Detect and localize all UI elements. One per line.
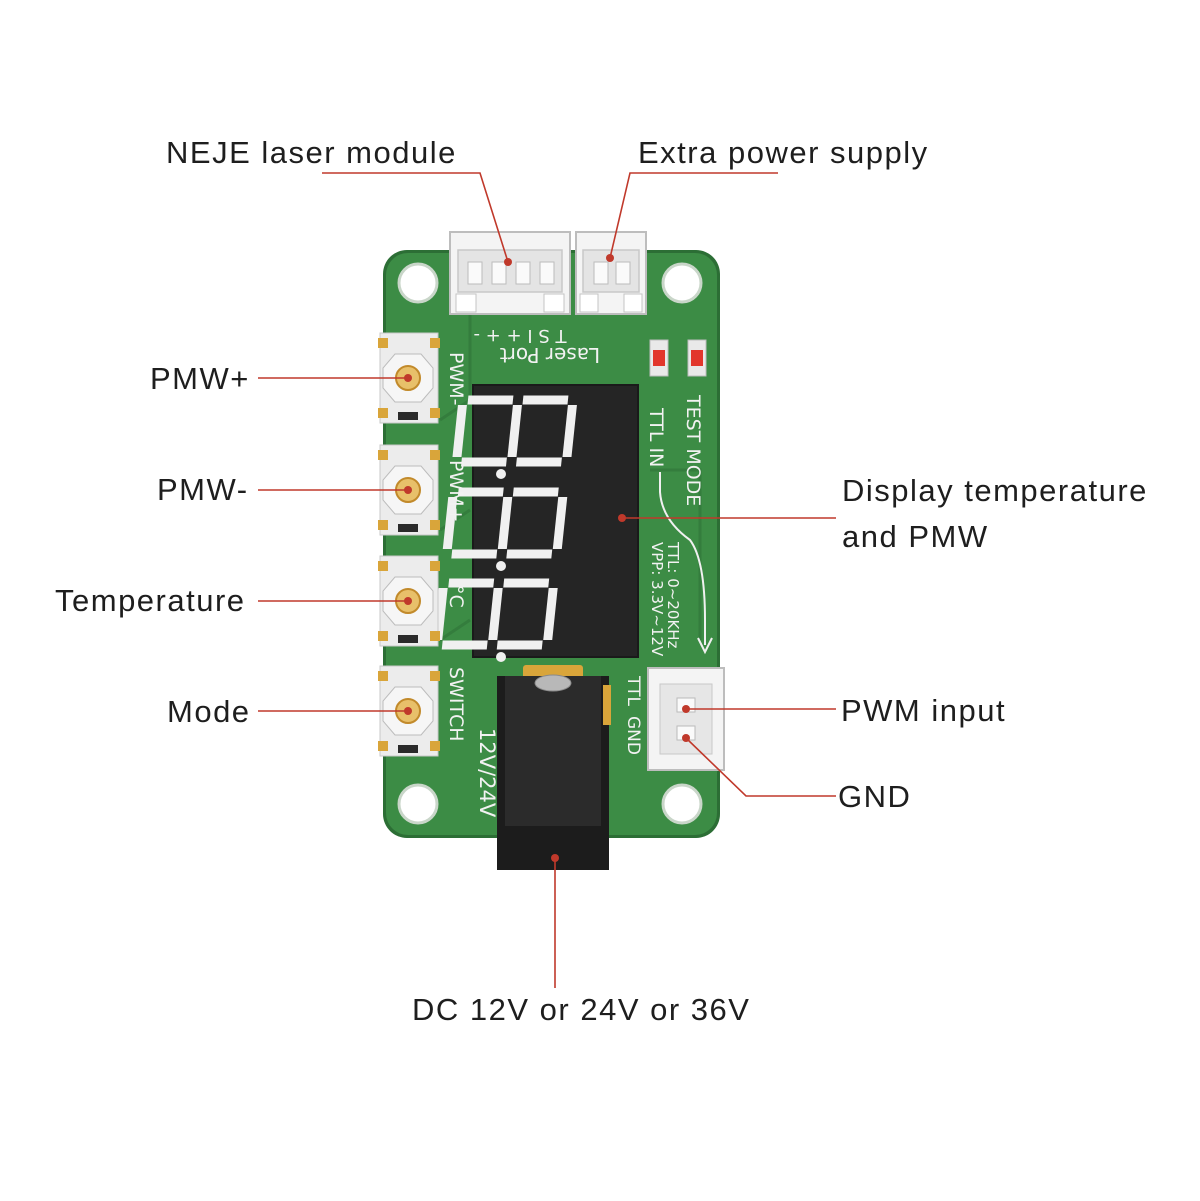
gnd-pin-label: GND bbox=[623, 716, 643, 755]
laser-port-pins-label: T S I + + - bbox=[474, 325, 568, 346]
vpp-spec-label: VPP: 3.3V~12V bbox=[648, 542, 666, 657]
pwm-input-connector bbox=[647, 667, 725, 771]
signal-arrow bbox=[659, 472, 706, 645]
callout-display-line1: Display temperature bbox=[842, 473, 1148, 508]
callout-mode: Mode bbox=[167, 694, 251, 729]
ttl-in-label: TTL IN bbox=[645, 407, 667, 467]
laser-port-label: Laser Port bbox=[500, 343, 601, 367]
mounting-hole-icon bbox=[397, 262, 703, 825]
voltage-label: 12V/24V bbox=[475, 728, 499, 818]
status-led-icon bbox=[649, 339, 707, 377]
test-mode-label: TEST MODE bbox=[682, 394, 704, 506]
segment-digit-group bbox=[442, 487, 568, 571]
callout-display-line2: and PMW bbox=[842, 519, 989, 554]
ttl-spec-label: TTL: 0~20KHz bbox=[664, 541, 682, 649]
callout-pmw-plus: PMW+ bbox=[150, 361, 250, 396]
laser-port-connector bbox=[449, 231, 571, 315]
dc-jack bbox=[497, 665, 611, 870]
segment-digit-group bbox=[452, 395, 577, 479]
leader-dots bbox=[404, 254, 690, 862]
callout-pwm-input: PWM input bbox=[841, 693, 1007, 728]
extra-power-connector bbox=[575, 231, 647, 315]
leader-gnd bbox=[685, 737, 836, 797]
arrow-head-icon bbox=[697, 637, 713, 655]
callout-neje-laser-module: NEJE laser module bbox=[166, 135, 457, 170]
seven-segment-display bbox=[433, 384, 639, 662]
btn-celsius-label: °C bbox=[445, 585, 467, 608]
leader-lines bbox=[258, 172, 836, 988]
btn-pwm-minus-label: PWM- bbox=[445, 352, 467, 406]
ttl-pin-label: TTL bbox=[623, 675, 643, 706]
callout-extra-power-supply: Extra power supply bbox=[638, 135, 929, 170]
btn-switch-label: SWITCH bbox=[445, 667, 467, 742]
callout-dc-input: DC 12V or 24V or 36V bbox=[412, 992, 751, 1027]
leader-neje-laser bbox=[322, 172, 509, 263]
btn-pwm-plus-label: PWM+ bbox=[445, 460, 467, 523]
callout-temperature: Temperature bbox=[55, 583, 246, 618]
callout-pmw-minus: PMW- bbox=[157, 472, 249, 507]
leader-extra-power bbox=[609, 172, 778, 259]
callout-gnd: GND bbox=[838, 779, 912, 814]
